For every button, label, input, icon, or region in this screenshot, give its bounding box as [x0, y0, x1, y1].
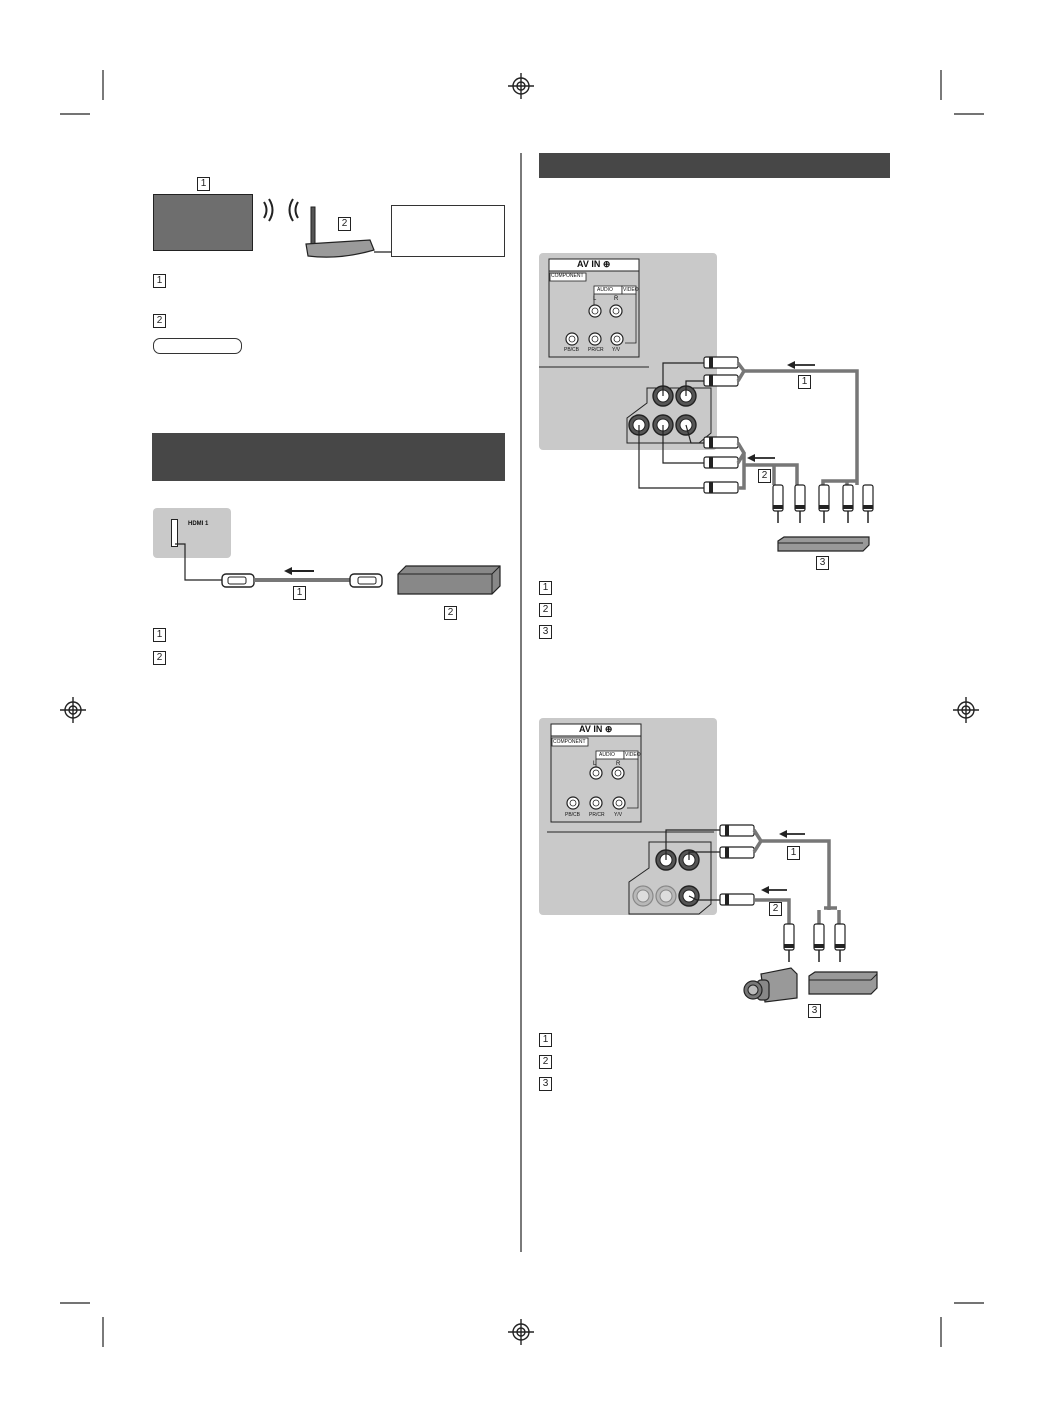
callout-1: 1	[197, 177, 210, 191]
composite-video-callout-2: 2	[769, 902, 782, 916]
hdmi-cable	[175, 543, 501, 595]
av-in-title-text-2: AV IN	[579, 724, 603, 734]
jack-pr-label: PR/CR	[588, 347, 604, 353]
component-device-callout-3: 3	[816, 556, 829, 570]
composite-diagram	[547, 723, 878, 1003]
jack-y-label-2: Y/V	[614, 812, 623, 818]
jack-pb-label-2: PB/CB	[565, 812, 581, 818]
composite-device-callout-3: 3	[808, 1004, 821, 1018]
jack-pr-label-2: PR/CR	[589, 812, 605, 818]
audio-l-label-2: L	[593, 761, 597, 767]
composite-note-callout-3: 3	[539, 1077, 552, 1091]
tv-hdmi-panel	[153, 508, 231, 558]
av-in-title-text: AV IN	[577, 259, 601, 269]
wireless-signal-icon	[263, 198, 299, 222]
hdmi-note-callout-2: 2	[153, 651, 166, 665]
hdmi-device-callout-2: 2	[444, 606, 457, 620]
jack-pb-label: PB/CB	[564, 347, 580, 353]
component-label: COMPONENT	[551, 273, 584, 279]
av-in-title-composite: AV IN ⊕	[579, 724, 613, 734]
component-video-callout-2: 2	[758, 469, 771, 483]
camcorder-icon	[743, 967, 798, 1003]
hdmi-port	[171, 519, 178, 547]
component-audio-callout-1: 1	[798, 375, 811, 389]
internet-box	[391, 205, 505, 257]
hdmi-note-callout-1: 1	[153, 628, 166, 642]
video-label: VIDEO	[623, 287, 639, 293]
note-callout-1: 1	[153, 274, 166, 288]
audio-label-2: AUDIO	[599, 752, 615, 758]
registration-mark-bottom	[508, 1319, 534, 1345]
component-label-2: COMPONENT	[553, 739, 586, 745]
component-note-callout-3: 3	[539, 625, 552, 639]
composite-audio-callout-1: 1	[787, 846, 800, 860]
registration-mark-left	[60, 697, 86, 723]
tv-screen	[153, 194, 253, 251]
callout-2: 2	[338, 217, 351, 231]
audio-label: AUDIO	[597, 287, 613, 293]
hdmi-port-label: HDMI 1	[188, 521, 209, 527]
video-label-2: VIDEO	[625, 752, 641, 758]
component-diagram	[539, 258, 874, 552]
audio-l-label: L	[593, 296, 597, 302]
jack-y-label: Y/V	[612, 347, 621, 353]
component-note-callout-2: 2	[539, 603, 552, 617]
registration-mark-right	[953, 697, 979, 723]
audio-r-label-2: R	[616, 761, 621, 767]
section-header-bar-av	[539, 153, 890, 178]
av-in-title-component: AV IN ⊕	[577, 259, 611, 269]
composite-note-callout-1: 1	[539, 1033, 552, 1047]
note-callout-2: 2	[153, 314, 166, 328]
section-header-bar-hdmi	[152, 433, 505, 481]
component-note-callout-1: 1	[539, 581, 552, 595]
registration-mark-top	[508, 73, 534, 99]
hdmi-cable-callout-1: 1	[293, 586, 306, 600]
composite-note-callout-2: 2	[539, 1055, 552, 1069]
note-pill	[153, 338, 242, 354]
wireless-router-icon	[305, 206, 392, 258]
audio-r-label: R	[614, 296, 619, 302]
